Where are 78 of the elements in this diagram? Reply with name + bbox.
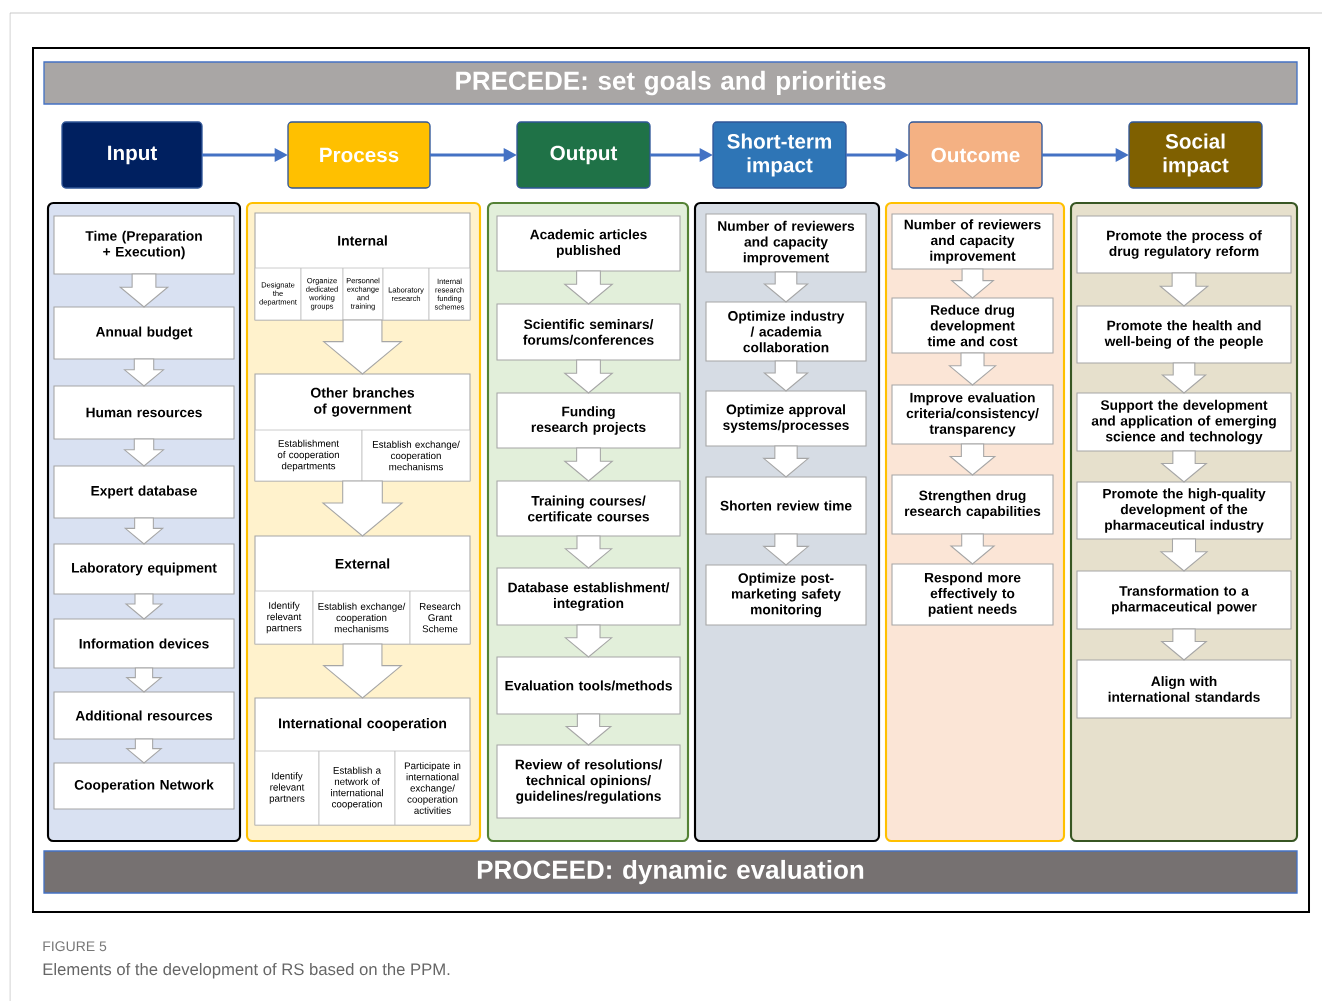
block-arrow (762, 360, 810, 392)
item-box: Promote the process of drug regulatory reform (1076, 215, 1292, 274)
block-arrow (564, 535, 614, 569)
item-box: Additional resources (53, 691, 235, 740)
block-arrow (124, 593, 164, 620)
block-arrow (762, 445, 810, 478)
item-box: Time (Preparation + Execution) (53, 215, 235, 275)
figure-number: FIGURE 5 (43, 941, 107, 952)
banner: PROCEED: dynamic evaluation (43, 850, 1298, 894)
item-box: Align with international standards (1076, 659, 1292, 719)
block-arrow (949, 533, 996, 565)
block-arrow (762, 533, 810, 566)
item-box: Respond more effectively to patient needs (891, 563, 1054, 626)
block-arrow (123, 358, 165, 387)
item-box: Number of reviewers and capacity improvement (705, 213, 867, 273)
item-box: Optimize approval systems/processes (705, 390, 867, 447)
item-box: Number of reviewers and capacity improvement (891, 213, 1054, 270)
block-arrow (563, 359, 614, 394)
block-arrow (563, 447, 614, 482)
stage-box: Process (287, 121, 431, 189)
block-arrow (948, 443, 997, 476)
table-cell: Identify relevant partners (254, 750, 320, 826)
table-cell: Participate in international exchange/cooperation activities (394, 750, 471, 826)
item-box: Human resources (53, 385, 235, 440)
block-arrow (1159, 538, 1209, 572)
item-box: Training courses/certificate courses (496, 480, 681, 537)
item-box: Shorten review time (705, 476, 867, 535)
block-arrow (1158, 272, 1210, 307)
block-arrow (123, 438, 165, 467)
item-box: Transformation to a pharmaceutical power (1076, 570, 1292, 630)
block-arrow (1160, 628, 1208, 661)
item-box: Evaluation tools/methods (496, 656, 681, 715)
stage-box: Outcome (908, 121, 1043, 189)
item-box: Strengthen drug research capabilities (891, 474, 1054, 535)
item-box: Information devices (53, 618, 235, 669)
item-box: Funding research projects (496, 392, 681, 449)
block-arrow (322, 643, 403, 699)
block-arrow (564, 624, 614, 658)
table-cell: Research Grant Scheme (409, 590, 471, 645)
block-arrow (950, 268, 995, 299)
banner: PRECEDE: set goals and priorities (43, 61, 1298, 105)
item-box: Optimize industry / academia collaboration (705, 301, 867, 362)
block-arrow (1160, 362, 1208, 394)
stage-box: Input (61, 121, 203, 189)
block-arrow (762, 271, 810, 303)
item-box: Scientific seminars/forums/conferences (496, 303, 681, 361)
table-cell: Establish a network of international cooperation (318, 750, 396, 826)
item-box: Cooperation Network (53, 762, 235, 810)
table-cell: Establishment of cooperation departments (254, 429, 363, 482)
block-arrow (118, 273, 170, 308)
block-arrow (948, 352, 998, 386)
block-arrow (1160, 450, 1208, 483)
block-arrow (321, 480, 404, 537)
block-arrow (123, 517, 165, 545)
block-arrow (125, 667, 163, 693)
item-box: Promote the high-quality development of the pharmaceutical industry (1076, 481, 1292, 540)
stage-box: Output (516, 121, 651, 189)
item-box: Database establishment/integration (496, 567, 681, 626)
item-box: Expert database (53, 465, 235, 519)
table-cell: Identify relevant partners (254, 590, 314, 645)
block-arrow (322, 319, 403, 375)
item-box: Optimize post-marketing safety monitoring (705, 564, 867, 626)
item-box: Review of resolutions/technical opinions/guidelines/regulations (496, 744, 681, 819)
item-box: Laboratory equipment (53, 543, 235, 595)
caption: Elements of the development of RS based on the PPM. (43, 962, 450, 979)
item-box: Annual budget (53, 306, 235, 360)
item-box: Promote the health and well-being of the people (1076, 305, 1292, 364)
block-arrow (563, 270, 614, 305)
item-box: Reduce drug development time and cost (891, 297, 1054, 354)
table-cell: Establish exchange/cooperation mechanisms (361, 429, 471, 482)
stage-box: Short-term impact (712, 121, 847, 189)
item-box: Support the development and application of emerging science and technology (1076, 392, 1292, 452)
table-cell: Establish exchange/cooperation mechanisms (312, 590, 411, 645)
block-arrow (125, 738, 163, 764)
item-box: Improve evaluation criteria/consistency/transparency (891, 384, 1054, 445)
item-box: Academic articles published (496, 215, 681, 272)
block-arrow (564, 713, 613, 746)
stage-box: Social impact (1128, 121, 1263, 189)
